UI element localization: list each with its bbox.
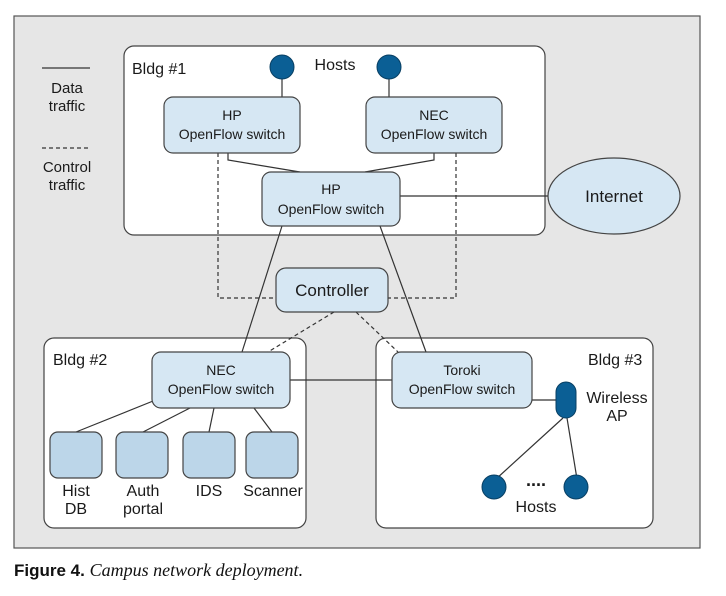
link-core-nec2: [241, 225, 283, 353]
hp-switch-core-label-2: OpenFlow switch: [278, 201, 385, 217]
link-nec-core: [364, 153, 435, 173]
legend-control-label-1: Control: [43, 159, 91, 176]
auth-portal-label-1: Auth: [127, 483, 160, 500]
link-nec2-auth: [142, 407, 191, 433]
nec-switch-bldg2-label-2: OpenFlow switch: [168, 381, 275, 397]
controller-box[interactable]: [275, 267, 389, 313]
figure-caption: Figure 4. Campus network deployment.: [14, 560, 303, 581]
hist-db-label-1: Hist: [62, 483, 90, 500]
caption-text: Campus network deployment.: [89, 560, 304, 580]
internet-cloud[interactable]: [547, 157, 681, 235]
ctrl-controller-toroki: [355, 311, 399, 353]
wireless-ap-icon[interactable]: [555, 381, 577, 419]
hp-switch-top-label-2: OpenFlow switch: [179, 126, 286, 142]
ids-label: IDS: [196, 483, 223, 500]
host-icon: [481, 474, 507, 500]
legend-data-label-1: Data: [51, 80, 83, 97]
hosts-bldg3-label: Hosts: [516, 499, 557, 516]
nec-switch-top-label-1: NEC: [419, 107, 449, 123]
hosts-ellipsis: ....: [526, 470, 546, 490]
hp-switch-core-label-1: HP: [321, 181, 340, 197]
controller-label: Controller: [295, 281, 369, 300]
link-core-toroki: [379, 225, 427, 353]
ctrl-hp-left: [217, 153, 276, 299]
link-ap-host2: [566, 417, 578, 480]
link-hp-core: [227, 153, 301, 173]
ctrl-nec-right: [388, 153, 457, 299]
control-links: [217, 153, 457, 353]
host-icon: [563, 474, 589, 500]
hp-openflow-switch-core[interactable]: [261, 171, 401, 227]
toroki-switch-label-2: OpenFlow switch: [409, 381, 516, 397]
bldg2-label: Bldg #2: [53, 352, 107, 369]
scanner-label: Scanner: [243, 483, 303, 500]
internet-label: Internet: [585, 187, 643, 206]
nec-openflow-switch-bldg2[interactable]: [151, 351, 291, 409]
nec-openflow-switch-top[interactable]: [365, 96, 503, 154]
toroki-openflow-switch[interactable]: [391, 351, 533, 409]
caption-label: Figure 4.: [14, 561, 85, 580]
hp-switch-top-label-1: HP: [222, 107, 241, 123]
ctrl-controller-nec2: [267, 311, 335, 353]
auth-portal-label-2: portal: [123, 501, 163, 518]
toroki-switch-label-1: Toroki: [443, 362, 480, 378]
hist-db-device[interactable]: [49, 431, 103, 479]
wireless-ap-label-2: AP: [606, 408, 627, 425]
link-nec2-ids: [208, 407, 215, 433]
scanner-device[interactable]: [245, 431, 299, 479]
bldg1-label: Bldg #1: [132, 61, 186, 78]
hp-openflow-switch-top[interactable]: [163, 96, 301, 154]
wireless-ap-label-1: Wireless: [586, 390, 647, 407]
nec-switch-top-label-2: OpenFlow switch: [381, 126, 488, 142]
ids-device[interactable]: [182, 431, 236, 479]
bldg1-box: [123, 45, 546, 236]
legend-data-label-2: traffic: [49, 98, 86, 115]
legend-control-label-2: traffic: [49, 177, 86, 194]
nec-switch-bldg2-label-1: NEC: [206, 362, 236, 378]
host-icon: [376, 54, 402, 80]
bldg3-label: Bldg #3: [588, 352, 642, 369]
link-nec2-scanner: [253, 407, 273, 433]
hosts-top-label: Hosts: [315, 57, 356, 74]
link-ap-host1: [495, 417, 564, 480]
host-icon: [269, 54, 295, 80]
auth-portal-device[interactable]: [115, 431, 169, 479]
hist-db-label-2: DB: [65, 501, 87, 518]
